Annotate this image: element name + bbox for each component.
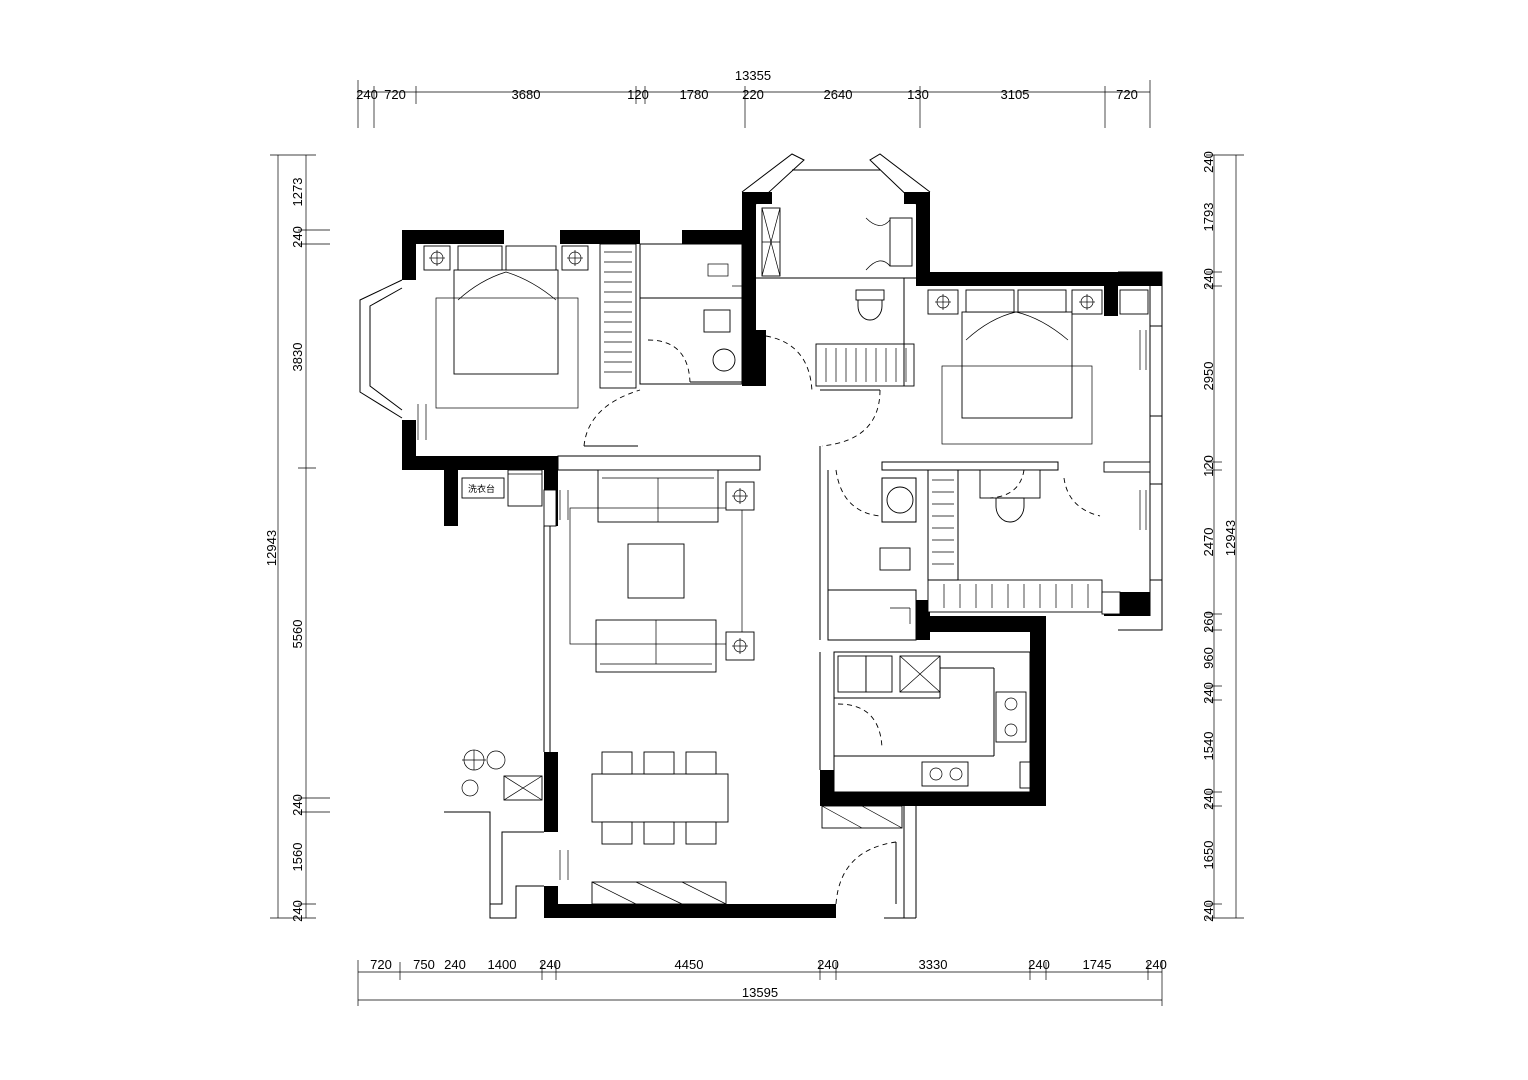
dim-right-11: 240 — [1201, 788, 1216, 810]
wardrobe-hangers — [604, 251, 632, 373]
dim-bottom-5: 240 — [539, 957, 561, 972]
dim-bottom-7: 240 — [817, 957, 839, 972]
laundry-label: 洗衣台 — [468, 483, 495, 494]
dim-right-overall: 12943 — [1223, 520, 1238, 556]
dim-right-6: 2470 — [1201, 528, 1216, 557]
dim-right-4: 2950 — [1201, 362, 1216, 391]
dim-left-3: 3830 — [290, 343, 305, 372]
kitchen — [833, 651, 1031, 793]
dim-right-5: 120 — [1201, 455, 1216, 477]
dim-right-8: 960 — [1201, 647, 1216, 669]
wardrobe-corridor-slats — [825, 348, 907, 382]
right-dimensions: 240 1793 240 2950 120 2470 12943 260 960… — [1201, 151, 1238, 922]
dim-bottom-9: 240 — [1028, 957, 1050, 972]
dim-top-1: 240 — [356, 87, 378, 102]
second-bedroom — [927, 289, 1151, 615]
dim-top-3: 3680 — [512, 87, 541, 102]
dim-right-10: 1540 — [1201, 732, 1216, 761]
dim-bottom-10: 1745 — [1083, 957, 1112, 972]
dim-right-1: 240 — [1201, 151, 1216, 173]
dim-right-7: 260 — [1201, 611, 1216, 633]
dim-left-7: 240 — [290, 900, 305, 922]
dim-left-2: 240 — [290, 226, 305, 248]
dimension-lines — [270, 80, 1244, 1006]
dressing-slats — [932, 479, 954, 565]
top-dimensions: 13355 240 720 3680 120 1780 220 2640 130… — [356, 68, 1138, 102]
dim-top-4: 120 — [627, 87, 649, 102]
left-dimensions: 12943 1273 240 3830 5560 240 1560 240 — [264, 178, 305, 922]
dim-right-9: 240 — [1201, 682, 1216, 704]
dim-top-7: 2640 — [824, 87, 853, 102]
dim-top-10: 720 — [1116, 87, 1138, 102]
living-room — [543, 469, 755, 880]
dining-area — [591, 751, 729, 905]
dim-left-6: 1560 — [290, 843, 305, 872]
dim-bottom-overall: 13595 — [742, 985, 778, 1000]
dim-right-2: 1793 — [1201, 203, 1216, 232]
bottom-dimensions: 720 750 240 1400 240 4450 240 3330 240 1… — [370, 957, 1167, 1000]
master-bathroom — [639, 243, 743, 385]
dim-right-13: 240 — [1201, 900, 1216, 922]
dim-bottom-1: 720 — [370, 957, 392, 972]
dim-top-9: 3105 — [1001, 87, 1030, 102]
second-bathroom — [827, 461, 1101, 641]
dim-left-overall: 12943 — [264, 530, 279, 566]
dim-top-6: 220 — [742, 87, 764, 102]
laundry-area: 洗衣台 — [461, 469, 543, 801]
dim-bottom-2: 750 — [413, 957, 435, 972]
walls — [402, 192, 1162, 918]
master-bedroom — [417, 243, 641, 447]
dim-bottom-3: 240 — [444, 957, 466, 972]
dim-left-1: 1273 — [290, 178, 305, 207]
dim-top-2: 720 — [384, 87, 406, 102]
wardrobe-lower-slats — [943, 584, 1089, 608]
dim-top-overall: 13355 — [735, 68, 771, 83]
dim-right-12: 1650 — [1201, 841, 1216, 870]
entry — [821, 805, 903, 905]
dim-left-4: 5560 — [290, 620, 305, 649]
dim-top-8: 130 — [907, 87, 929, 102]
dim-bottom-8: 3330 — [919, 957, 948, 972]
dim-bottom-4: 1400 — [488, 957, 517, 972]
dim-right-3: 240 — [1201, 268, 1216, 290]
dim-bottom-6: 4450 — [675, 957, 704, 972]
dim-top-5: 1780 — [680, 87, 709, 102]
dim-bottom-11: 240 — [1145, 957, 1167, 972]
top-balcony — [756, 207, 916, 447]
dim-left-5: 240 — [290, 794, 305, 816]
